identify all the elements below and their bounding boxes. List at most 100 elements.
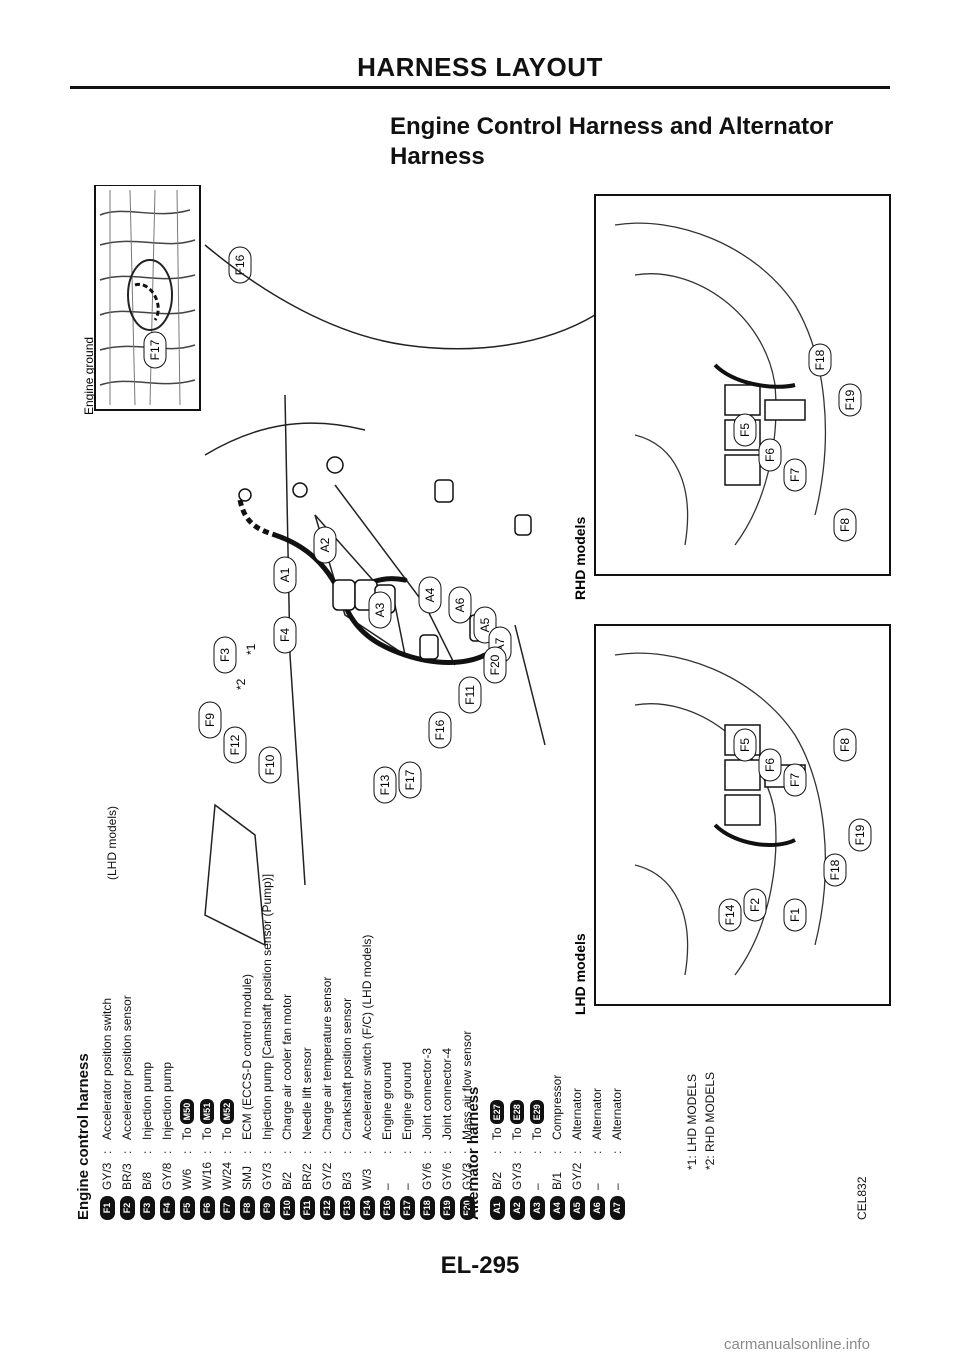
page-header: HARNESS LAYOUT: [357, 52, 603, 82]
description: Joint connector-3: [420, 1047, 434, 1140]
engine-harness-row: F5 W/6: To M50: [177, 1098, 197, 1220]
bubble-lhd-f19: F19: [853, 824, 867, 845]
connector-code-badge: F7: [219, 1196, 235, 1220]
wire-color: GY/2: [320, 1162, 334, 1190]
bubble-f17-inset: F17: [148, 339, 162, 360]
connector-code-badge: F18: [419, 1196, 435, 1220]
connector-code-badge: A1: [489, 1196, 505, 1220]
connector-code-badge: F9: [259, 1196, 275, 1220]
description: Alternator: [590, 1087, 604, 1140]
bubble-a1: A1: [278, 567, 292, 582]
wire-color: W/16: [200, 1161, 214, 1190]
connector-code-badge: A4: [549, 1196, 565, 1220]
description: Accelerator position sensor: [120, 995, 134, 1140]
separator: :: [400, 1150, 414, 1154]
connector-code-badge: A2: [509, 1196, 525, 1220]
connector-code-badge: A6: [589, 1196, 605, 1220]
bubble-rhd-f5: F5: [738, 423, 752, 437]
wire-color: GY/2: [570, 1162, 584, 1190]
description: To: [200, 1127, 214, 1140]
bubble-lhd-f5: F5: [738, 738, 752, 752]
bubble-f3: F3: [218, 648, 232, 662]
dashed-route: [237, 499, 276, 538]
separator: :: [260, 1150, 274, 1154]
description: Compressor: [550, 1074, 564, 1140]
description: To: [180, 1127, 194, 1140]
header-rule: [70, 86, 890, 89]
bubble-rhd-f8: F8: [838, 518, 852, 532]
connector-code-badge: A3: [529, 1196, 545, 1220]
harness-diagram: Engine ground F17 F16: [82, 185, 891, 1015]
separator: :: [510, 1150, 524, 1154]
wire-color: –: [380, 1183, 394, 1190]
wire-color: W/6: [180, 1168, 194, 1190]
separator: :: [280, 1150, 294, 1154]
separator: :: [380, 1150, 394, 1154]
bubble-a5: A5: [478, 617, 492, 632]
description: To: [510, 1127, 524, 1140]
target-connector-badge: M50: [180, 1098, 194, 1125]
connector-code-badge: F14: [359, 1196, 375, 1220]
engine-harness-row: F17–:Engine ground: [397, 1062, 417, 1220]
description: Injection pump: [160, 1061, 174, 1140]
connector-code-badge: F17: [399, 1196, 415, 1220]
engine-harness-title: Engine control harness: [75, 1053, 92, 1220]
separator: :: [140, 1150, 154, 1154]
section-title: Engine Control Harness and Alternator Ha…: [390, 112, 833, 172]
bubble-f9: F9: [203, 713, 217, 727]
separator: :: [240, 1150, 254, 1154]
separator: :: [220, 1150, 234, 1154]
wire-color: GY/3: [260, 1162, 274, 1190]
bubble-lhd-f8: F8: [838, 738, 852, 752]
wire-color: GY/6: [420, 1162, 434, 1190]
separator: :: [440, 1150, 454, 1154]
bubble-rhd-f6: F6: [763, 448, 777, 462]
connector-code-badge: F19: [439, 1196, 455, 1220]
connector-code-badge: F1: [99, 1196, 115, 1220]
lhd-models-label: LHD models: [572, 933, 588, 1015]
separator: :: [420, 1150, 434, 1154]
bubble-f17: F17: [403, 769, 417, 790]
section-title-line-1: Engine Control Harness and Alternator: [390, 113, 834, 140]
lhd-note: (LHD models): [105, 805, 119, 880]
inset-frame: [94, 185, 201, 411]
connector-code-badge: F10: [279, 1196, 295, 1220]
target-connector-badge: E28: [510, 1100, 524, 1125]
connector-code-badge: F5: [179, 1196, 195, 1220]
separator: :: [360, 1150, 374, 1154]
bubble-lhd-f2: F2: [748, 898, 762, 912]
connector-code-badge: F8: [239, 1196, 255, 1220]
target-connector-badge: E29: [530, 1100, 544, 1125]
bubble-a2: A2: [318, 537, 332, 552]
separator: :: [340, 1150, 354, 1154]
description: ECM (ECCS-D control module): [240, 973, 254, 1140]
description: To: [530, 1127, 544, 1140]
target-connector-badge: E27: [490, 1100, 504, 1125]
separator: :: [590, 1150, 604, 1154]
connector-code-badge: F16: [379, 1196, 395, 1220]
bubble-f11: F11: [463, 685, 477, 705]
wire-color: –: [590, 1183, 604, 1190]
separator: :: [180, 1150, 194, 1154]
lhd-inset: [594, 624, 891, 1006]
engine-harness-row: F16–:Engine ground: [377, 1062, 397, 1220]
alternator-harness-row: A7–:Alternator: [607, 1088, 627, 1220]
wire-color: BR/3: [120, 1163, 134, 1190]
engine-ground-inset: [94, 185, 201, 411]
mark-2: *2: [234, 678, 248, 690]
connector-code-badge: F3: [139, 1196, 155, 1220]
harness-figure: Engine ground F17 F16: [75, 185, 895, 1230]
separator: :: [550, 1150, 564, 1154]
